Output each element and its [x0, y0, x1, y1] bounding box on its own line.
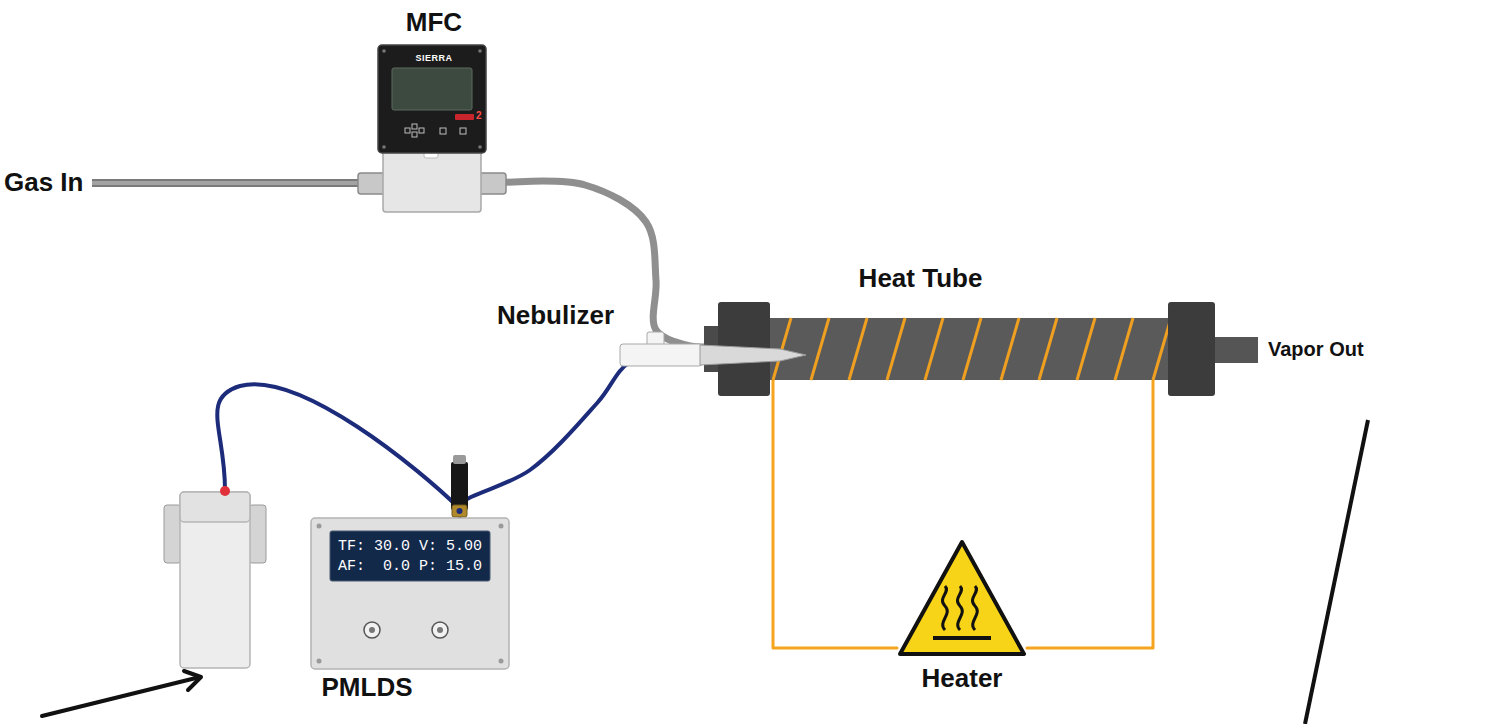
coil-winding — [1001, 318, 1019, 380]
device-title: Heat Tube — [859, 262, 983, 294]
valve — [451, 462, 468, 510]
label-holder: Vapor Out — [1268, 338, 1364, 361]
coil-winding — [963, 318, 981, 380]
screw — [317, 524, 322, 529]
tube-connector — [498, 181, 718, 347]
coil-winding — [1115, 318, 1133, 380]
device-title: MFC — [406, 6, 462, 38]
heat-tube-body — [730, 318, 1205, 380]
coil-winding — [1039, 318, 1057, 380]
reservoir-clip — [249, 505, 266, 563]
screw — [317, 659, 322, 664]
mfc-keypad — [405, 124, 466, 137]
knob — [432, 622, 448, 638]
knob — [364, 622, 380, 638]
coil-winding — [887, 318, 905, 380]
screen-readout: AF: 0.0 P: 15.0 — [338, 557, 482, 577]
outlet-label: Vapor Out — [1268, 338, 1364, 361]
label-holder: Nebulizer — [497, 301, 614, 331]
valve-fitting — [452, 505, 467, 517]
mass-flow-controller: MFC SIERRA — [370, 6, 498, 212]
brand-name: SIERRA — [415, 53, 452, 64]
liquid-tube — [217, 384, 459, 508]
knob-center — [369, 627, 375, 633]
tube-end-cap — [1168, 302, 1215, 396]
valve-port — [457, 508, 463, 514]
reservoir-clip — [164, 505, 181, 563]
reservoir-cap — [180, 492, 250, 522]
screw — [499, 524, 504, 529]
mfc-fitting — [358, 173, 385, 194]
inlet-label: Gas In — [4, 168, 83, 198]
mfc-body — [383, 150, 481, 212]
mfc-screw — [478, 145, 482, 149]
vapor-outlet — [1215, 337, 1258, 363]
mfc-head — [378, 45, 486, 153]
hot-surface — [933, 636, 991, 640]
reservoir — [180, 492, 250, 668]
gas-line — [92, 179, 362, 187]
heater-wire — [773, 380, 897, 648]
heat-tube: Heat Tube — [718, 262, 1215, 380]
screen-readout: TF: 30.0 V: 5.00 — [338, 537, 482, 557]
screw — [499, 659, 504, 664]
coil-winding — [925, 318, 943, 380]
device-title: Heater — [922, 662, 1003, 694]
nebulizer-body — [620, 344, 702, 366]
part-label: Nebulizer — [497, 301, 614, 331]
reservoir-port — [220, 486, 230, 496]
heater-coil — [773, 318, 1171, 380]
coil-winding — [1077, 318, 1095, 380]
mfc-screen — [392, 68, 472, 110]
label-holder: Gas In — [4, 168, 83, 198]
label-holder: PMLDS — [322, 673, 413, 703]
mfc-screw — [382, 49, 386, 53]
mfc-screw — [382, 145, 386, 149]
coil-winding — [811, 318, 829, 380]
model-mark: 2 — [476, 110, 482, 122]
mfc-logo-mark — [455, 114, 474, 120]
heat-wave — [942, 586, 947, 630]
pointer-arrow — [42, 677, 200, 716]
heat-wave — [957, 586, 962, 630]
heater-wire — [1027, 380, 1153, 648]
tube-connector — [459, 352, 718, 517]
controller-housing — [311, 518, 509, 669]
pointer-arrowhead — [184, 671, 201, 690]
heat-wave — [972, 586, 977, 630]
pmlds-controller: TF: 30.0 V: 5.00AF: 0.0 P: 15.0 — [310, 517, 510, 670]
pointer-line — [1305, 420, 1368, 724]
nebulizer-probe — [700, 345, 806, 365]
lcd-screen — [330, 531, 490, 581]
valve-cap — [453, 455, 466, 464]
label-holder: 2 — [476, 110, 482, 122]
warning-triangle — [900, 542, 1024, 654]
coil-winding — [849, 318, 867, 380]
gas-line-highlight — [92, 181, 362, 185]
mfc-fitting — [479, 173, 506, 194]
knob-center — [437, 627, 443, 633]
mfc-screw — [478, 49, 482, 53]
heater-symbol: Heater — [897, 538, 1027, 705]
part-label: PMLDS — [322, 673, 413, 703]
